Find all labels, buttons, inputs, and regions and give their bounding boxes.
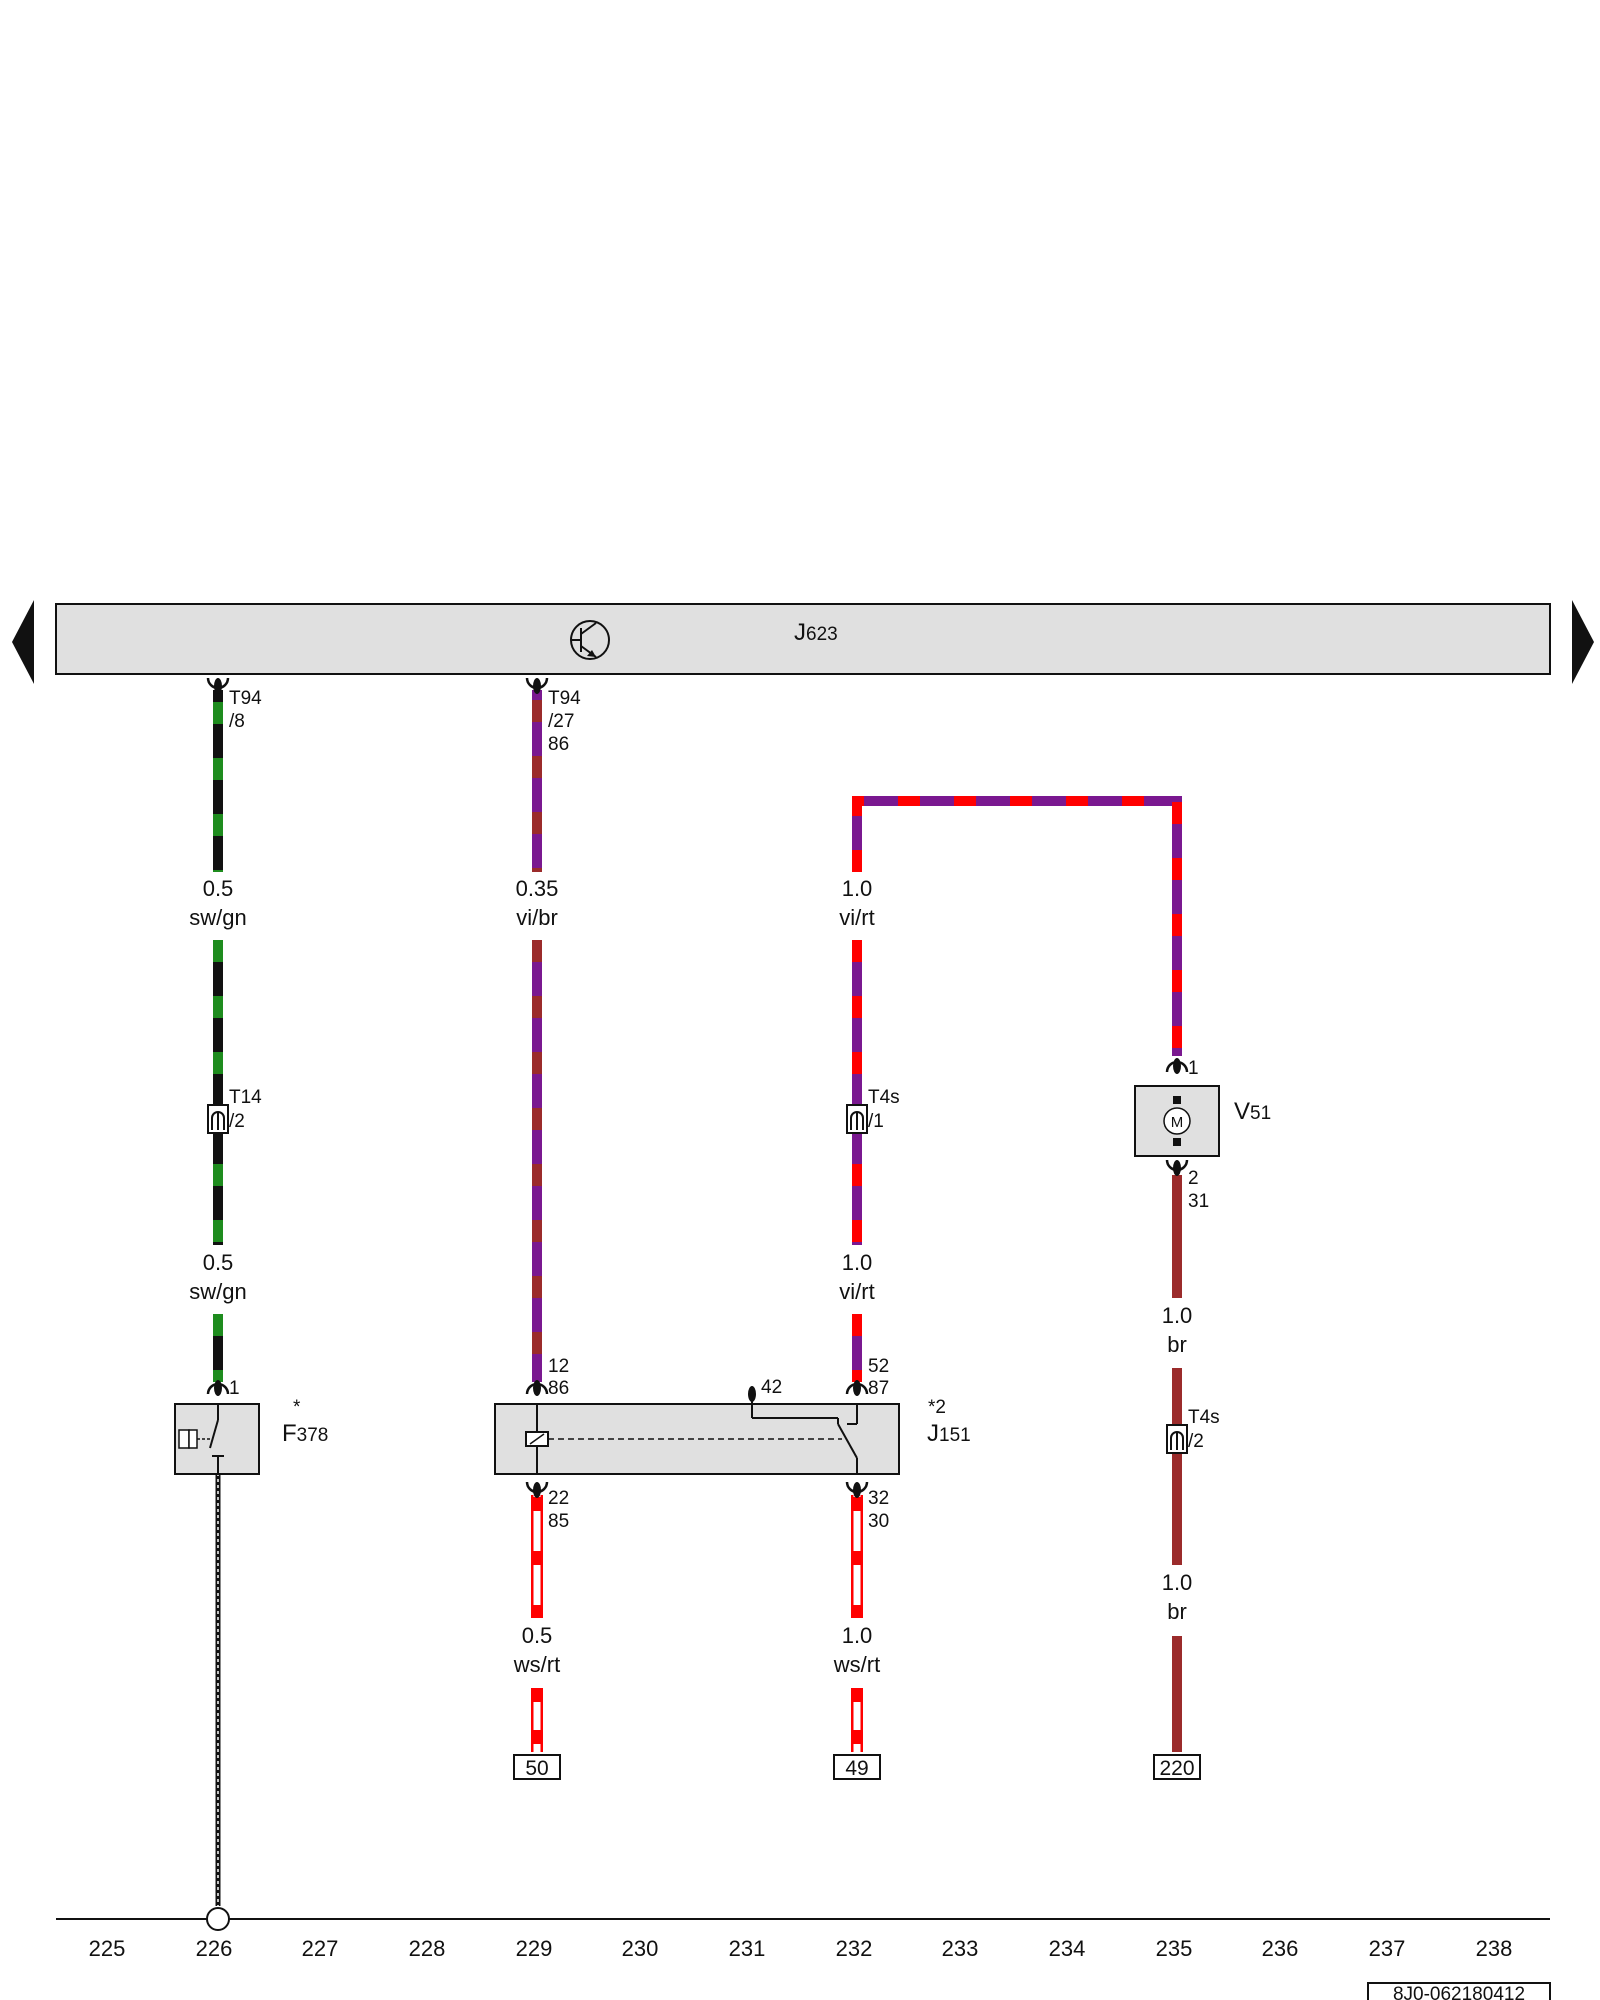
reference-49: 49 [845,1757,868,1780]
wire-size-label: 1.0 [842,876,873,901]
connector-t14-icon [207,1104,229,1134]
axis-number: 230 [622,1936,659,1961]
doc-id-box [1367,1982,1551,2000]
doc-id: 8J0-062180412 [1393,1984,1525,2000]
wire-color-label: sw/gn [189,1279,246,1304]
f378-star: * [293,1397,301,1418]
component-v51 [1134,1085,1220,1157]
axis-number: 228 [409,1936,446,1961]
pin-connector-j151-12 [525,1380,549,1396]
pin-connector-t94-27 [525,677,549,694]
component-j151-label: J151 [927,1420,971,1447]
reference-50-box[interactable]: 50 [513,1754,561,1780]
component-v51-label: V51 [1234,1098,1271,1125]
pin-t94-label: T94 [229,688,262,709]
wire-size-label: 0.35 [516,876,559,901]
wire-color-label: vi/rt [839,905,874,930]
motor-symbol: M [1171,1114,1184,1131]
axis-number: 236 [1262,1936,1299,1961]
pin-connector-j151-32 [845,1481,869,1498]
wire-color-label: sw/gn [189,905,246,930]
ground-point [206,1907,230,1931]
axis-number: 237 [1369,1936,1406,1961]
reference-220: 220 [1159,1757,1194,1780]
wire-size-label: 1.0 [842,1623,873,1648]
axis-number: 238 [1476,1936,1513,1961]
pin-connector-j151-22 [525,1481,549,1498]
axis-number: 225 [89,1936,126,1961]
axis-number: 229 [516,1936,553,1961]
axis-number: 231 [729,1936,766,1961]
component-j151 [494,1386,900,1475]
j151-star: *2 [928,1397,946,1418]
axis-number: 232 [836,1936,873,1961]
pin-j151-86: 86 [548,1378,569,1399]
pin-v51-1: 1 [1188,1058,1199,1079]
pin-connector-v51-2 [1165,1159,1189,1176]
wire-size-label: 1.0 [1162,1570,1193,1595]
triangle-right-icon[interactable] [1572,600,1594,684]
wire-color-label: br [1167,1332,1187,1357]
pin-labels: T94 /8 T94 /27 86 T14 /2 T4s /1 T4s /2 1… [229,688,1220,1532]
component-f378-label: F378 [282,1420,328,1447]
pin-connector-f378-1 [206,1380,230,1396]
pin-t4s-num: /1 [868,1111,884,1132]
pin-j151-22: 22 [548,1488,569,1509]
axis-numbers: 225 226 227 228 229 230 231 232 233 234 … [89,1936,1513,1961]
pin-t4s-label: T4s [868,1087,900,1108]
motor-icon [1163,1107,1191,1135]
pin-connector-t94-8 [206,677,230,694]
wire-size-label: 0.5 [522,1623,553,1648]
axis-number: 233 [942,1936,979,1961]
pin-j151-30: 30 [868,1511,889,1532]
pin-t94-label: T94 [548,688,581,709]
wire-size-label: 1.0 [842,1250,873,1275]
pin-connector-j151-52 [845,1380,869,1396]
wire-232-235-loop [852,796,1182,1056]
wire-color-label: vi/br [516,905,558,930]
axis-number: 234 [1049,1936,1086,1961]
wire-color-label: ws/rt [833,1652,880,1677]
wire-color-label: ws/rt [513,1652,560,1677]
control-unit-j623 [55,603,1551,675]
pin-j151-85: 85 [548,1511,569,1532]
pin-v51-31: 31 [1188,1191,1209,1212]
pin-t4s-num: /2 [1188,1431,1204,1452]
pin-t94-num: /8 [229,711,245,732]
pin-t94-num: /27 [548,711,574,732]
wire-labels: 0.5 sw/gn 0.5 sw/gn 0.35 vi/br 1.0 vi/rt… [189,876,1192,1677]
reference-50: 50 [525,1757,548,1780]
wire-color-label: br [1167,1599,1187,1624]
reference-220-box[interactable]: 220 [1153,1754,1201,1780]
pin-t94-relay-num: 86 [548,734,569,755]
pin-t4s-label: T4s [1188,1407,1220,1428]
pin-j151-87: 87 [868,1378,889,1399]
pin-j151-32: 32 [868,1488,889,1509]
pin-t14-label: T14 [229,1087,262,1108]
axis-number: 226 [196,1936,233,1961]
reference-49-box[interactable]: 49 [833,1754,881,1780]
wire-size-label: 0.5 [203,1250,234,1275]
axis-number: 227 [302,1936,339,1961]
pin-j151-12: 12 [548,1356,569,1377]
axis-number: 235 [1156,1936,1193,1961]
wire-size-label: 1.0 [1162,1303,1193,1328]
transistor-icon [570,620,610,660]
pin-j151-42: 42 [761,1377,782,1398]
pin-connector-v51-1 [1165,1058,1189,1074]
pin-v51-2: 2 [1188,1168,1199,1189]
wire-size-label: 0.5 [203,876,234,901]
component-f378 [174,1403,260,1475]
pin-f378-1: 1 [229,1378,240,1399]
control-unit-label: J623 [794,619,838,646]
triangle-left-icon[interactable] [12,600,34,684]
wire-color-label: vi/rt [839,1279,874,1304]
pin-j151-52: 52 [868,1356,889,1377]
pin-t14-num: /2 [229,1111,245,1132]
connector-t4s-2-icon [1166,1424,1188,1454]
connector-t4s-1-icon [846,1104,868,1134]
